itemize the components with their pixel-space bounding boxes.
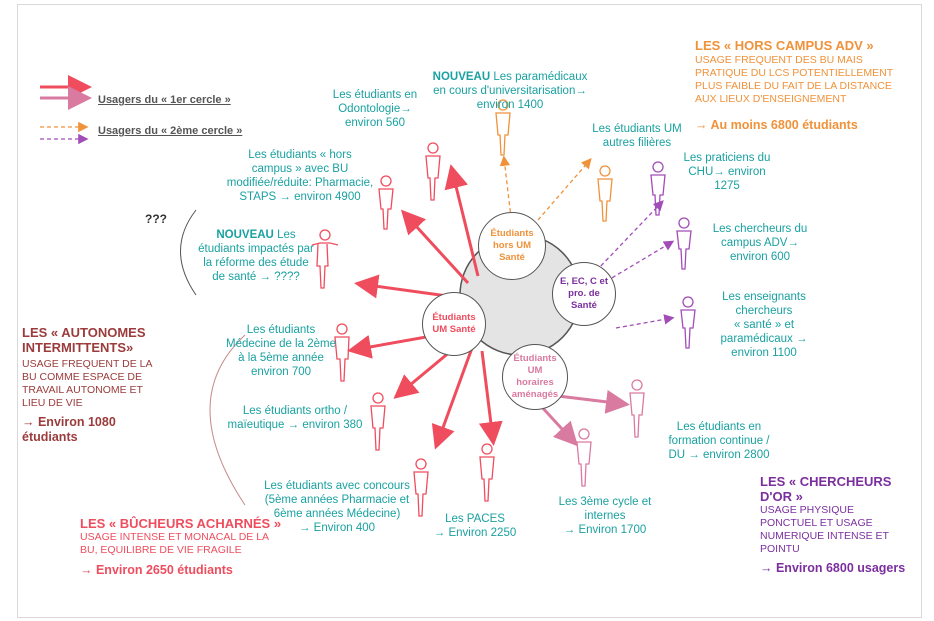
label-paramedicaux-text: Les paramédicaux en cours d'universitari… bbox=[433, 71, 588, 111]
category-chercheurs-or-title: LES « CHERCHEURS D'OR » bbox=[760, 474, 892, 504]
category-autonomes-desc: USAGE FREQUENT DE LA BU COMME ESPACE DE … bbox=[22, 358, 153, 409]
person-icon-paces bbox=[479, 443, 495, 502]
label-paramedicaux-new: NOUVEAU bbox=[432, 71, 491, 83]
label-reforme-text: Les étudiants impactés par la réforme de… bbox=[198, 229, 314, 283]
label-enseignants: Les enseignants chercheurs « santé » et … bbox=[720, 291, 808, 359]
category-hors-campus-desc: USAGE FREQUENT DES BU MAIS PRATIQUE DU L… bbox=[695, 54, 894, 105]
person-icon-enseignants bbox=[680, 296, 696, 349]
arrow-paces bbox=[478, 350, 503, 446]
person-icon-reforme bbox=[311, 229, 339, 289]
label-paces: Les PACES → Environ 2250 bbox=[433, 513, 517, 539]
person-icon-ortho bbox=[370, 392, 386, 451]
person-icon-formation bbox=[629, 379, 645, 438]
label-ortho: Les étudiants ortho / maïeutique → envir… bbox=[227, 405, 363, 431]
label-hors-campus: Les étudiants « hors campus » avec BU mo… bbox=[226, 149, 374, 203]
arrow-formation bbox=[557, 389, 630, 414]
person-icon-medecine bbox=[334, 323, 350, 382]
question-marks: ??? bbox=[145, 212, 167, 226]
arrow-autres-filieres bbox=[537, 158, 592, 221]
category-bucheurs-desc: USAGE INTENSE ET MONACAL DE LA BU, EQUIL… bbox=[80, 531, 270, 556]
slide-frame bbox=[17, 4, 922, 618]
person-icon-chercheurs bbox=[676, 217, 692, 270]
person-icon-paramedical bbox=[495, 99, 511, 156]
arrow-paramedicaux bbox=[499, 155, 513, 227]
arrow-praticiens bbox=[595, 200, 664, 272]
label-paramedicaux: NOUVEAU Les paramédicaux en cours d'univ… bbox=[425, 70, 595, 112]
person-icon-hors-campus bbox=[378, 175, 394, 230]
label-odontologie: Les étudiants en Odontologie→ environ 56… bbox=[332, 89, 418, 129]
category-autonomes-title: LES « AUTONOMES INTERMITTENTS» bbox=[22, 325, 146, 355]
label-troisieme-cycle: Les 3ème cycle et internes → Environ 170… bbox=[558, 496, 652, 536]
label-medecine: Les étudiants Médecine de la 2ème à la 5… bbox=[226, 324, 336, 378]
category-chercheurs-or-total: → Environ 6800 usagers bbox=[760, 561, 906, 575]
person-icon-odontologie bbox=[425, 142, 441, 201]
label-formation-continue: Les étudiants en formation continue / DU… bbox=[668, 421, 770, 461]
label-reforme: NOUVEAU Les étudiants impactés par la ré… bbox=[196, 228, 316, 284]
arrow-troisieme bbox=[538, 403, 579, 447]
legend-first-circle: Usagers du « 1er cercle » bbox=[98, 94, 231, 106]
category-bucheurs-title: LES « BÛCHEURS ACHARNÉS » bbox=[80, 516, 282, 531]
node-horaires: Étudiants UM horaires aménagés bbox=[502, 344, 568, 410]
label-autres-filieres: Les étudiants UM autres filières bbox=[592, 123, 682, 149]
person-figures bbox=[311, 99, 696, 517]
person-icon-troisieme bbox=[576, 428, 592, 487]
category-bucheurs-total: → Environ 2650 étudiants bbox=[80, 563, 233, 577]
node-pros-sante: E, EC, C et pro. de Santé bbox=[552, 262, 616, 326]
label-reforme-new: NOUVEAU bbox=[216, 229, 274, 241]
node-um-sante: Étudiants UM Santé bbox=[422, 292, 486, 356]
person-icon-autres bbox=[597, 165, 613, 222]
person-icon-concours bbox=[413, 458, 429, 517]
category-hors-campus-title: LES « HORS CAMPUS ADV » bbox=[695, 38, 874, 53]
arrow-hors-campus bbox=[400, 209, 470, 285]
category-autonomes-total: → Environ 1080 étudiants bbox=[22, 415, 116, 444]
bracket-reforme bbox=[180, 209, 197, 296]
person-icon-praticiens bbox=[650, 161, 666, 216]
node-hors-um: Étudiants hors UM Santé bbox=[478, 212, 546, 280]
category-hors-campus-total: → Au moins 6800 étudiants bbox=[695, 118, 858, 132]
arrow-concours bbox=[431, 347, 474, 450]
label-concours: Les étudiants avec concours (5ème années… bbox=[264, 480, 410, 534]
label-praticiens: Les praticiens du CHU→ environ 1275 bbox=[683, 152, 771, 192]
legend-second-circle: Usagers du « 2ème cercle » bbox=[98, 125, 243, 137]
bracket-autonomes bbox=[209, 334, 246, 506]
category-chercheurs-or-desc: USAGE PHYSIQUE PONCTUEL ET USAGE NUMERIQ… bbox=[760, 504, 889, 555]
arrow-odontologie bbox=[444, 164, 480, 277]
arrow-enseignants bbox=[615, 314, 675, 329]
label-chercheurs: Les chercheurs du campus ADV→ environ 60… bbox=[712, 223, 808, 263]
